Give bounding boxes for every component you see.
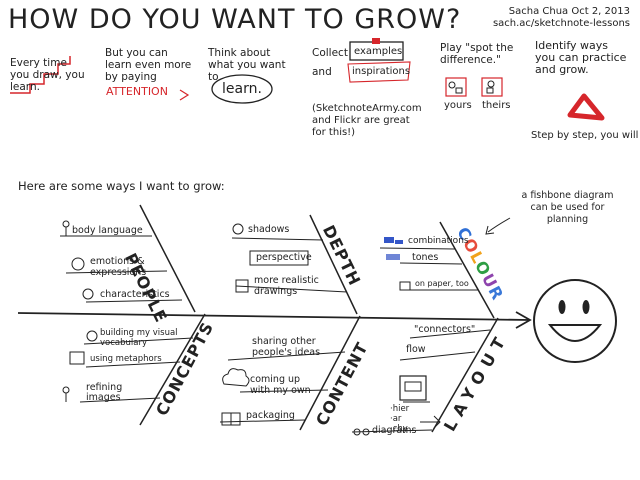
people-item-characteristics: characteristics (100, 289, 170, 300)
attention-arrow (179, 89, 190, 101)
tip-collect-and: and (312, 66, 332, 78)
tip-attention: But you can learn even more by paying (105, 47, 192, 83)
theirs-label: theirs (482, 100, 511, 111)
theirs-box (481, 77, 503, 97)
intro-text: Here are some ways I want to grow: (18, 179, 225, 193)
bone-depth (309, 214, 358, 315)
concepts-item-metaphors: using metaphors (90, 354, 162, 364)
layout-item-connectors: "connectors" (414, 324, 476, 335)
tip-step: Step by step, you will! (531, 130, 640, 141)
source-url: sach.ac/sketchnote-lessons (492, 18, 630, 29)
content-item-packaging: packaging (246, 410, 295, 421)
people-item-emotions: emotions & expressions (90, 256, 147, 278)
learn-bubble (211, 74, 273, 104)
collect-note: (SketchnoteArmy.com and Flickr are great… (312, 103, 422, 138)
fishbone-note: a fishbone diagram can be used for plann… (521, 190, 614, 225)
author-date: Sacha Chua Oct 2, 2013 (508, 6, 630, 17)
depth-item-shadows: shadows (248, 224, 290, 235)
note-arrow (487, 217, 511, 233)
bone-concepts (139, 313, 206, 426)
colour-item-combinations: combinations (408, 236, 469, 246)
layout-item-flow: flow (406, 344, 426, 355)
tip-spot: Play "spot the difference." (440, 42, 514, 66)
yours-label: yours (444, 100, 472, 111)
shadow-circle-icon (232, 223, 244, 235)
depth-item-perspective: perspective (256, 252, 312, 263)
inspirations-label: inspirations (352, 66, 411, 77)
yours-box (445, 77, 467, 97)
cloud-icon (222, 368, 250, 387)
inspirations-banner (347, 61, 411, 83)
stairs-line (10, 56, 71, 94)
person-icon (62, 220, 70, 236)
content-item-sharing: sharing other people's ideas (252, 336, 321, 358)
tip-draw: Every time you draw, you learn. (10, 57, 85, 93)
concepts-item-vocabulary: building my visual vocabulary (100, 328, 178, 348)
content-item-own: coming up with my own (250, 374, 311, 396)
smiley-face-icon (533, 279, 617, 363)
tip-collect: Collect (312, 47, 348, 59)
examples-pin (372, 38, 380, 44)
colour-item-tones: tones (412, 252, 439, 263)
page-title: HOW DO YOU WANT TO GROW? (8, 4, 462, 35)
spine-arrow (515, 311, 532, 329)
layout-monitor-icon (399, 375, 427, 401)
bone-layout (431, 317, 499, 433)
bone-people (139, 204, 196, 313)
colour-item-paper: on paper, too (415, 279, 469, 288)
attention-word: ATTENTION (106, 85, 168, 98)
examples-label: examples (354, 46, 403, 57)
depth-item-realistic: more realistic drawings (254, 275, 319, 297)
people-item-body-language: body language (72, 225, 143, 236)
tip-think: Think about what you want to (208, 47, 286, 83)
concepts-item-refining: refining images (86, 382, 123, 403)
triangle-icon (567, 93, 605, 121)
cube-icon (235, 279, 249, 293)
layout-item-hierarchy: ·hier ·ar ·chy (390, 404, 410, 434)
learn-word: learn. (222, 81, 262, 97)
bone-colour (439, 221, 495, 319)
smiley-icon (71, 257, 85, 271)
layout-item-diagrams: diagrams (372, 425, 417, 436)
fishbone-spine (17, 312, 531, 321)
bone-content (299, 315, 361, 431)
tip-identify: Identify ways you can practice and grow. (535, 39, 627, 76)
hierarchy-arrow (420, 415, 441, 429)
